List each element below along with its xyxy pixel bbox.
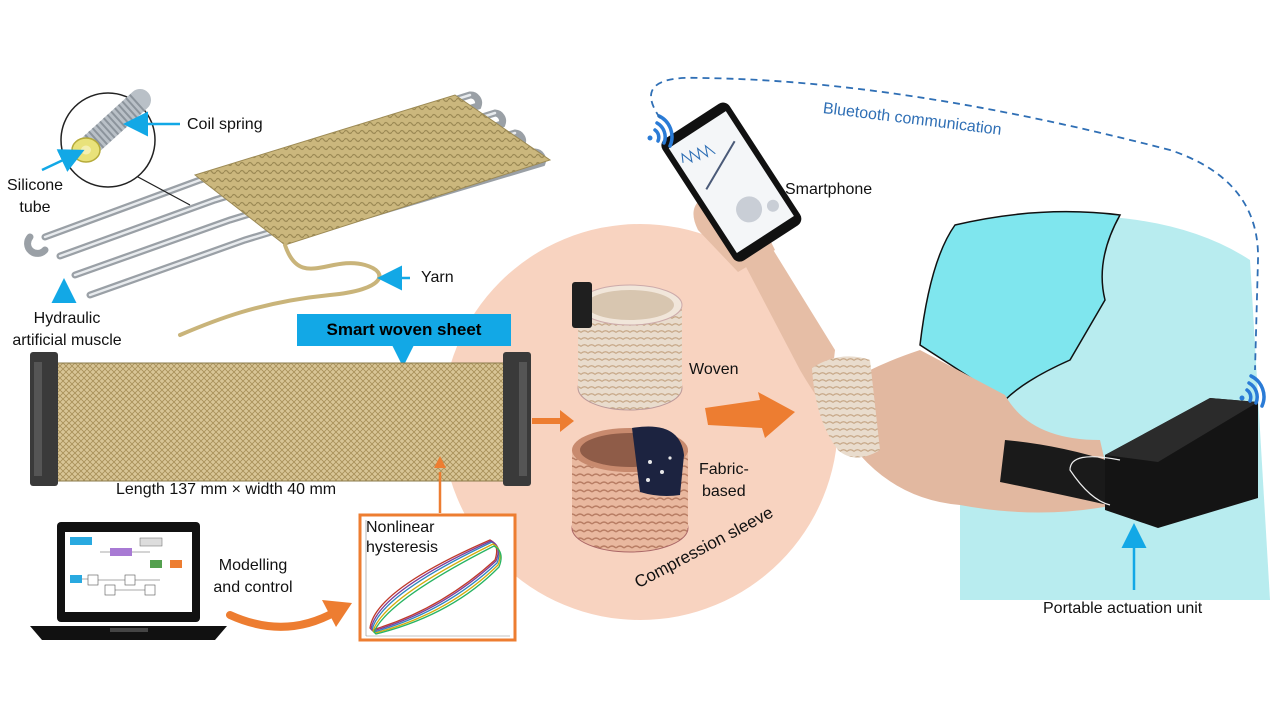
label-yarn: Yarn xyxy=(421,269,454,286)
label-silicone-tube-2: tube xyxy=(19,199,51,216)
wifi-icon-unit xyxy=(1239,374,1266,408)
label-modelling-1: Modelling xyxy=(218,557,288,574)
flow-arrow-small xyxy=(532,410,574,432)
label-smartphone: Smartphone xyxy=(785,181,873,198)
label-coil-spring: Coil spring xyxy=(187,116,263,133)
compression-sleeve-circle xyxy=(442,224,838,620)
laptop-icon xyxy=(30,522,227,640)
bluetooth-link xyxy=(650,76,1259,371)
label-modelling-2: and control xyxy=(213,579,293,596)
fabric-based-sleeve xyxy=(571,426,689,553)
person-illustration xyxy=(693,194,1270,601)
label-nonlinear-1: Nonlinear xyxy=(366,519,435,536)
smartphone-device xyxy=(661,102,802,262)
smart-woven-sheet-badge: Smart woven sheet xyxy=(297,314,511,346)
flow-arrow-large xyxy=(705,392,795,438)
label-woven: Woven xyxy=(689,361,739,378)
label-silicone-tube-1: Silicone xyxy=(6,177,64,194)
modelling-arrow xyxy=(226,608,339,631)
label-dimensions: Length 137 mm × width 40 mm xyxy=(116,481,337,498)
label-hydraulic-2: artificial muscle xyxy=(12,332,122,349)
woven-patch xyxy=(193,94,552,246)
smart-woven-sheet xyxy=(30,352,531,486)
hysteresis-plot xyxy=(358,513,517,642)
label-nonlinear-2: hysteresis xyxy=(366,539,439,556)
wifi-icon-phone xyxy=(647,114,674,148)
label-fabric-1: Fabric- xyxy=(699,461,749,478)
woven-sleeve xyxy=(572,282,683,411)
label-fabric-2: based xyxy=(702,483,746,500)
yarn-strand xyxy=(178,243,382,337)
label-portable-unit: Portable actuation unit xyxy=(1043,600,1203,617)
label-hydraulic-1: Hydraulic xyxy=(33,310,101,327)
